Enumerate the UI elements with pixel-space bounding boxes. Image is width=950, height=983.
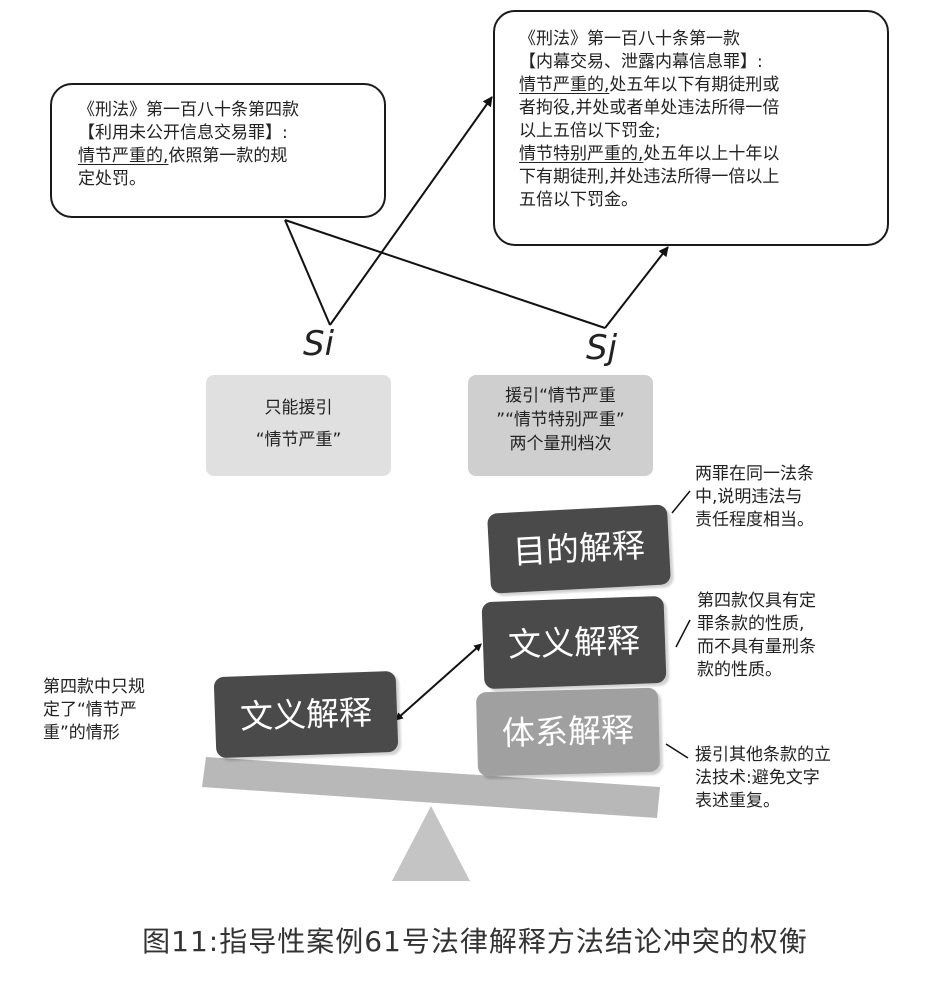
note-top-line: 责任程度相当。 — [695, 510, 814, 530]
bubble-right-line: 处五年以上十年以 — [643, 144, 780, 164]
bubble-right-line: 以上五倍以下罚金; — [519, 121, 661, 141]
bubble-left-line: 《刑法》第一百八十条第四款 — [78, 100, 299, 120]
note-left-line: 第四款中只规 — [43, 677, 145, 697]
sj-result-line: 两个量刑档次 — [509, 434, 612, 454]
figure-caption: 图11:指导性案例61号法律解释方法结论冲突的权衡 — [142, 925, 808, 958]
note-bot-line: 表述重复。 — [695, 791, 780, 811]
pointer-top-note — [671, 490, 691, 514]
line-left-bubble-to-sj — [284, 219, 606, 329]
note-mid-line: 而不具有量刑条 — [697, 637, 816, 657]
note-bot-line: 援引其他条款的立 — [695, 745, 831, 765]
block-purposive-interpretation: 目的解释 — [487, 504, 671, 594]
note-mid-line: 第四款仅具有定 — [697, 591, 816, 611]
seesaw-beam — [202, 757, 660, 818]
bubble-left-line: 【利用未公开信息交易罪】: — [78, 123, 288, 143]
note-bot-line: 法技术:避免文字 — [695, 768, 820, 788]
bubble-right-underlined: 情节特别严重的, — [519, 144, 644, 164]
pointer-mid-note — [675, 619, 691, 648]
note-top-line: 中,说明违法与 — [695, 487, 803, 507]
bubble-right-line: 处五年以下有期徒刑或 — [609, 75, 780, 95]
sj-result-line: 援引“情节严重 — [505, 386, 616, 406]
bubble-right-line: 者拘役,并处或者单处违法所得一倍 — [519, 98, 780, 118]
note-top-line: 两罪在同一法条 — [695, 464, 814, 484]
note-mid-line: 款的性质。 — [697, 660, 782, 680]
arrow-sj-to-right-bubble — [604, 246, 669, 329]
block-literal-interpretation-right: 文义解释 — [481, 595, 667, 690]
note-mid-line: 罪条款的性质, — [697, 614, 805, 634]
bubble-left-line: 定处罚。 — [78, 169, 146, 189]
note-systematic: 援引其他条款的立 法技术:避免文字 表述重复。 — [695, 744, 831, 813]
double-arrow-wenyi — [395, 643, 482, 721]
bubble-right-line: 《刑法》第一百八十条第一款 — [519, 29, 740, 49]
note-left: 第四款中只规 定了“情节严 重”的情形 — [43, 676, 145, 745]
block-systematic-interpretation: 体系解释 — [475, 687, 661, 777]
arrow-si-to-right-bubble — [329, 96, 493, 326]
seesaw-fulcrum — [392, 806, 470, 881]
note-purposive: 两罪在同一法条 中,说明违法与 责任程度相当。 — [695, 463, 814, 532]
note-left-line: 定了“情节严 — [43, 700, 137, 720]
bubble-right-line: 五倍以下罚金。 — [519, 190, 638, 210]
block-literal-interpretation-left: 文义解释 — [213, 670, 399, 759]
bubble-left-line: 依照第一款的规 — [168, 146, 288, 166]
sj-result-line: ”“情节特别严重” — [496, 410, 625, 430]
line-left-bubble-to-si — [284, 219, 331, 326]
speech-bubble-article-180-1: 《刑法》第一百八十条第一款 【内幕交易、泄露内幕信息罪】: 情节严重的,处五年以… — [493, 10, 889, 246]
si-result-box: 只能援引 “情节严重” — [206, 375, 391, 476]
bubble-right-line: 下有期徒刑,并处违法所得一倍以上 — [519, 167, 780, 187]
si-result-line: “情节严重” — [255, 430, 342, 450]
note-left-line: 重”的情形 — [43, 723, 120, 743]
bubble-left-underlined: 情节严重的, — [78, 146, 169, 166]
variable-si-label: Si — [303, 324, 335, 364]
speech-bubble-article-180-4: 《刑法》第一百八十条第四款 【利用未公开信息交易罪】: 情节严重的,依照第一款的… — [50, 83, 386, 218]
si-result-line: 只能援引 — [264, 398, 333, 418]
bubble-right-line: 【内幕交易、泄露内幕信息罪】: — [519, 52, 763, 72]
variable-sj-label: Sj — [586, 328, 618, 368]
note-literal: 第四款仅具有定 罪条款的性质, 而不具有量刑条 款的性质。 — [697, 590, 816, 682]
sj-result-box: 援引“情节严重 ”“情节特别严重” 两个量刑档次 — [468, 375, 653, 476]
bubble-right-underlined: 情节严重的, — [519, 75, 610, 95]
pointer-bot-note — [665, 743, 689, 759]
